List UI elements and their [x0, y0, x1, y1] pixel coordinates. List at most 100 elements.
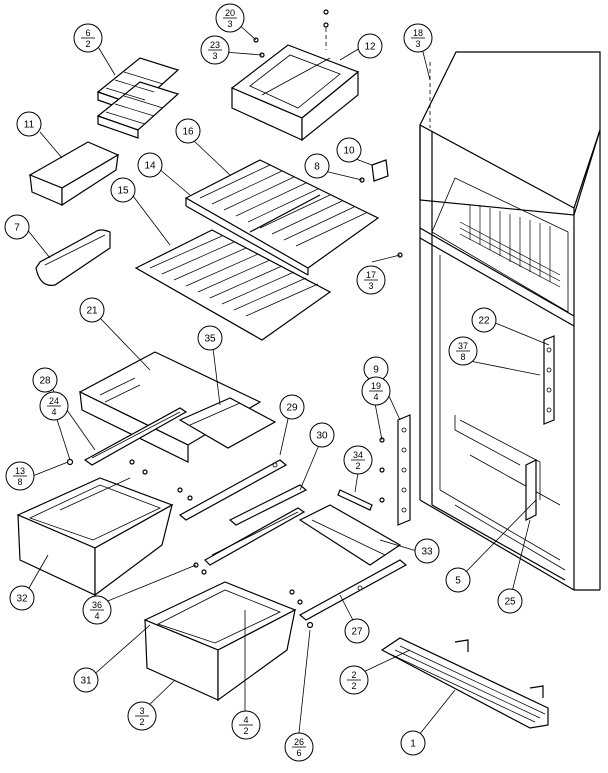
- callout-circle: [4, 214, 30, 240]
- rail-34: [337, 489, 373, 511]
- callout-number: 32: [16, 594, 28, 605]
- callout-quantity: 6: [296, 748, 301, 758]
- callout-number: 31: [80, 676, 92, 687]
- callout-number: 35: [204, 334, 216, 345]
- callout-2-2: 22: [339, 665, 369, 695]
- part-small-bracket: [359, 159, 389, 183]
- callout-circle: [414, 538, 440, 564]
- callout-22: 22: [471, 307, 497, 333]
- wire-shelf-lower: [134, 229, 332, 341]
- callout-number: 37: [458, 341, 468, 351]
- callout-number: 30: [316, 431, 328, 442]
- callout-26-6: 266: [284, 732, 314, 762]
- callout-number: 17: [366, 270, 376, 280]
- callout-circle: [344, 618, 370, 644]
- callout-circle: [309, 422, 335, 448]
- callout-28: 28: [32, 367, 58, 393]
- callout-number: 4: [243, 715, 248, 725]
- callout-number: 20: [225, 8, 235, 18]
- drawer-slide-upper-left: [83, 407, 188, 466]
- callout-circle: [16, 111, 42, 137]
- callout-number: 12: [364, 42, 376, 53]
- callout-quantity: 3: [212, 51, 217, 61]
- callout-number: 34: [353, 450, 363, 460]
- callout-number: 28: [39, 376, 51, 387]
- callout-34-2: 342: [343, 445, 373, 475]
- callout-circle: [471, 307, 497, 333]
- callout-quantity: 4: [51, 407, 56, 417]
- callout-20-3: 203: [215, 3, 245, 33]
- callout-number: 11: [24, 120, 35, 131]
- callout-number: 6: [85, 28, 90, 38]
- callout-1: 1: [400, 730, 426, 756]
- callout-36-4: 364: [82, 595, 112, 625]
- callout-7: 7: [4, 214, 30, 240]
- callout-number: 3: [139, 706, 144, 716]
- callout-number: 15: [117, 186, 129, 197]
- callout-number: 1: [410, 739, 416, 750]
- drawer-slide-lower-right: [298, 559, 408, 621]
- callout-quantity: 4: [94, 611, 99, 621]
- callout-number: 33: [421, 547, 433, 558]
- callout-quantity: 3: [368, 281, 373, 291]
- callout-18-3: 183: [403, 23, 433, 53]
- callout-5: 5: [445, 567, 471, 593]
- utility-bin: [28, 141, 120, 207]
- callout-33: 33: [414, 538, 440, 564]
- callout-6-2: 62: [73, 23, 103, 53]
- drawer-slide-lower-left: [204, 507, 306, 566]
- callout-number: 18: [413, 28, 423, 38]
- callout-circle: [110, 177, 136, 203]
- drawer-slide-upper-right: [178, 459, 288, 521]
- crisper-cover-frame: [178, 397, 277, 449]
- callout-17-3: 173: [356, 265, 386, 295]
- callout-number: 13: [15, 466, 25, 476]
- wire-shelf-upper: [184, 159, 380, 276]
- callout-quantity: 2: [85, 39, 90, 49]
- callout-quantity: 8: [460, 352, 465, 362]
- callout-16: 16: [175, 118, 201, 144]
- callout-3-2: 32: [127, 701, 157, 731]
- ice-bucket: [230, 9, 360, 142]
- callout-number: 29: [286, 403, 298, 414]
- callout-quantity: 2: [355, 461, 360, 471]
- callout-number: 2: [351, 670, 356, 680]
- callout-15: 15: [110, 177, 136, 203]
- toe-grille: [380, 637, 549, 729]
- callout-19-4: 194: [361, 376, 391, 406]
- callout-number: 24: [49, 396, 59, 406]
- callout-circle: [9, 585, 35, 611]
- callout-circle: [357, 33, 383, 59]
- callout-number: 5: [455, 576, 461, 587]
- callout-quantity: 2: [351, 681, 356, 691]
- crisper-cover-lower: [298, 504, 402, 566]
- callout-quantity: 2: [139, 717, 144, 727]
- callout-number: 36: [92, 600, 102, 610]
- callout-number: 16: [182, 127, 194, 138]
- callout-circle: [175, 118, 201, 144]
- callout-circle: [400, 730, 426, 756]
- callout-circle: [73, 667, 99, 693]
- callout-23-3: 233: [200, 35, 230, 65]
- crisper-drawer-lower: [143, 581, 297, 702]
- callout-14: 14: [137, 152, 163, 178]
- callout-quantity: 3: [415, 39, 420, 49]
- refrigerator-cabinet: [419, 51, 601, 591]
- callout-quantity: 4: [373, 392, 378, 402]
- callout-number: 7: [14, 223, 20, 234]
- callout-24-4: 244: [39, 391, 69, 421]
- callout-circle: [137, 152, 163, 178]
- callout-number: 25: [504, 597, 516, 608]
- callout-quantity: 8: [17, 477, 22, 487]
- mullion-rail-left: [397, 414, 411, 526]
- callout-4-2: 42: [231, 710, 261, 740]
- callout-11: 11: [16, 111, 42, 137]
- callout-27: 27: [344, 618, 370, 644]
- callout-circle: [445, 567, 471, 593]
- callout-13-8: 138: [5, 461, 35, 491]
- callout-number: 8: [314, 162, 320, 173]
- callout-number: 23: [210, 40, 220, 50]
- callout-circle: [197, 325, 223, 351]
